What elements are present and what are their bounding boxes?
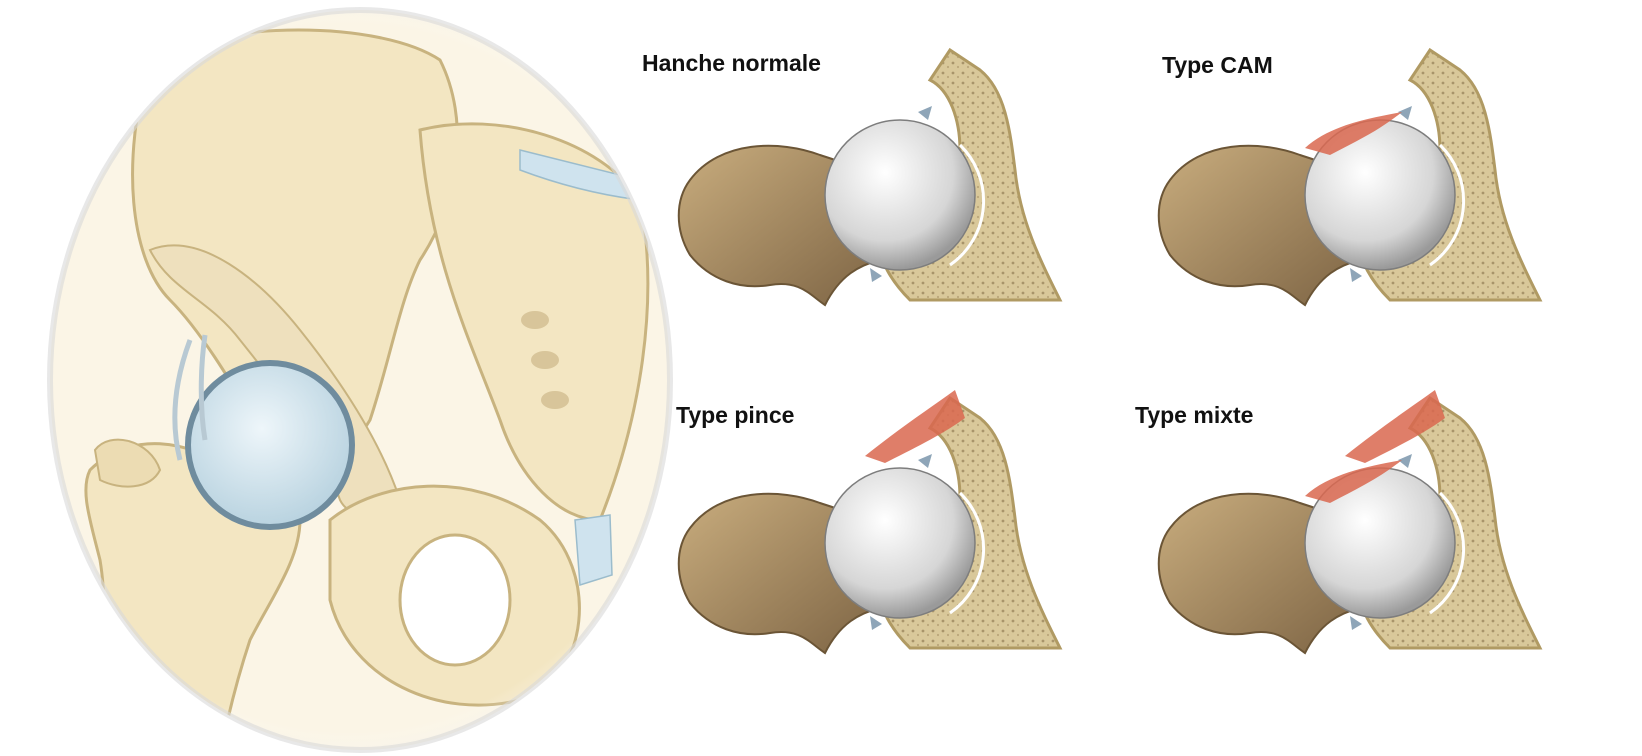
panel-mixed-type	[1157, 390, 1542, 655]
pincer-overgrowth	[865, 390, 965, 463]
mixed-pincer-overgrowth	[1345, 390, 1445, 463]
label-mixed-type: Type mixte	[1135, 402, 1254, 428]
panel-pincer-type	[677, 390, 1062, 655]
label-pincer-type: Type pince	[676, 402, 795, 428]
panel-cam-type	[1157, 48, 1542, 307]
hip-joint-illustration	[47, 7, 673, 753]
panel-normal-hip	[677, 48, 1062, 307]
label-cam-type: Type CAM	[1162, 52, 1273, 78]
mixed-cam-bump	[1305, 460, 1402, 503]
cam-bump	[1305, 112, 1402, 155]
label-normal-hip: Hanche normale	[642, 50, 821, 76]
